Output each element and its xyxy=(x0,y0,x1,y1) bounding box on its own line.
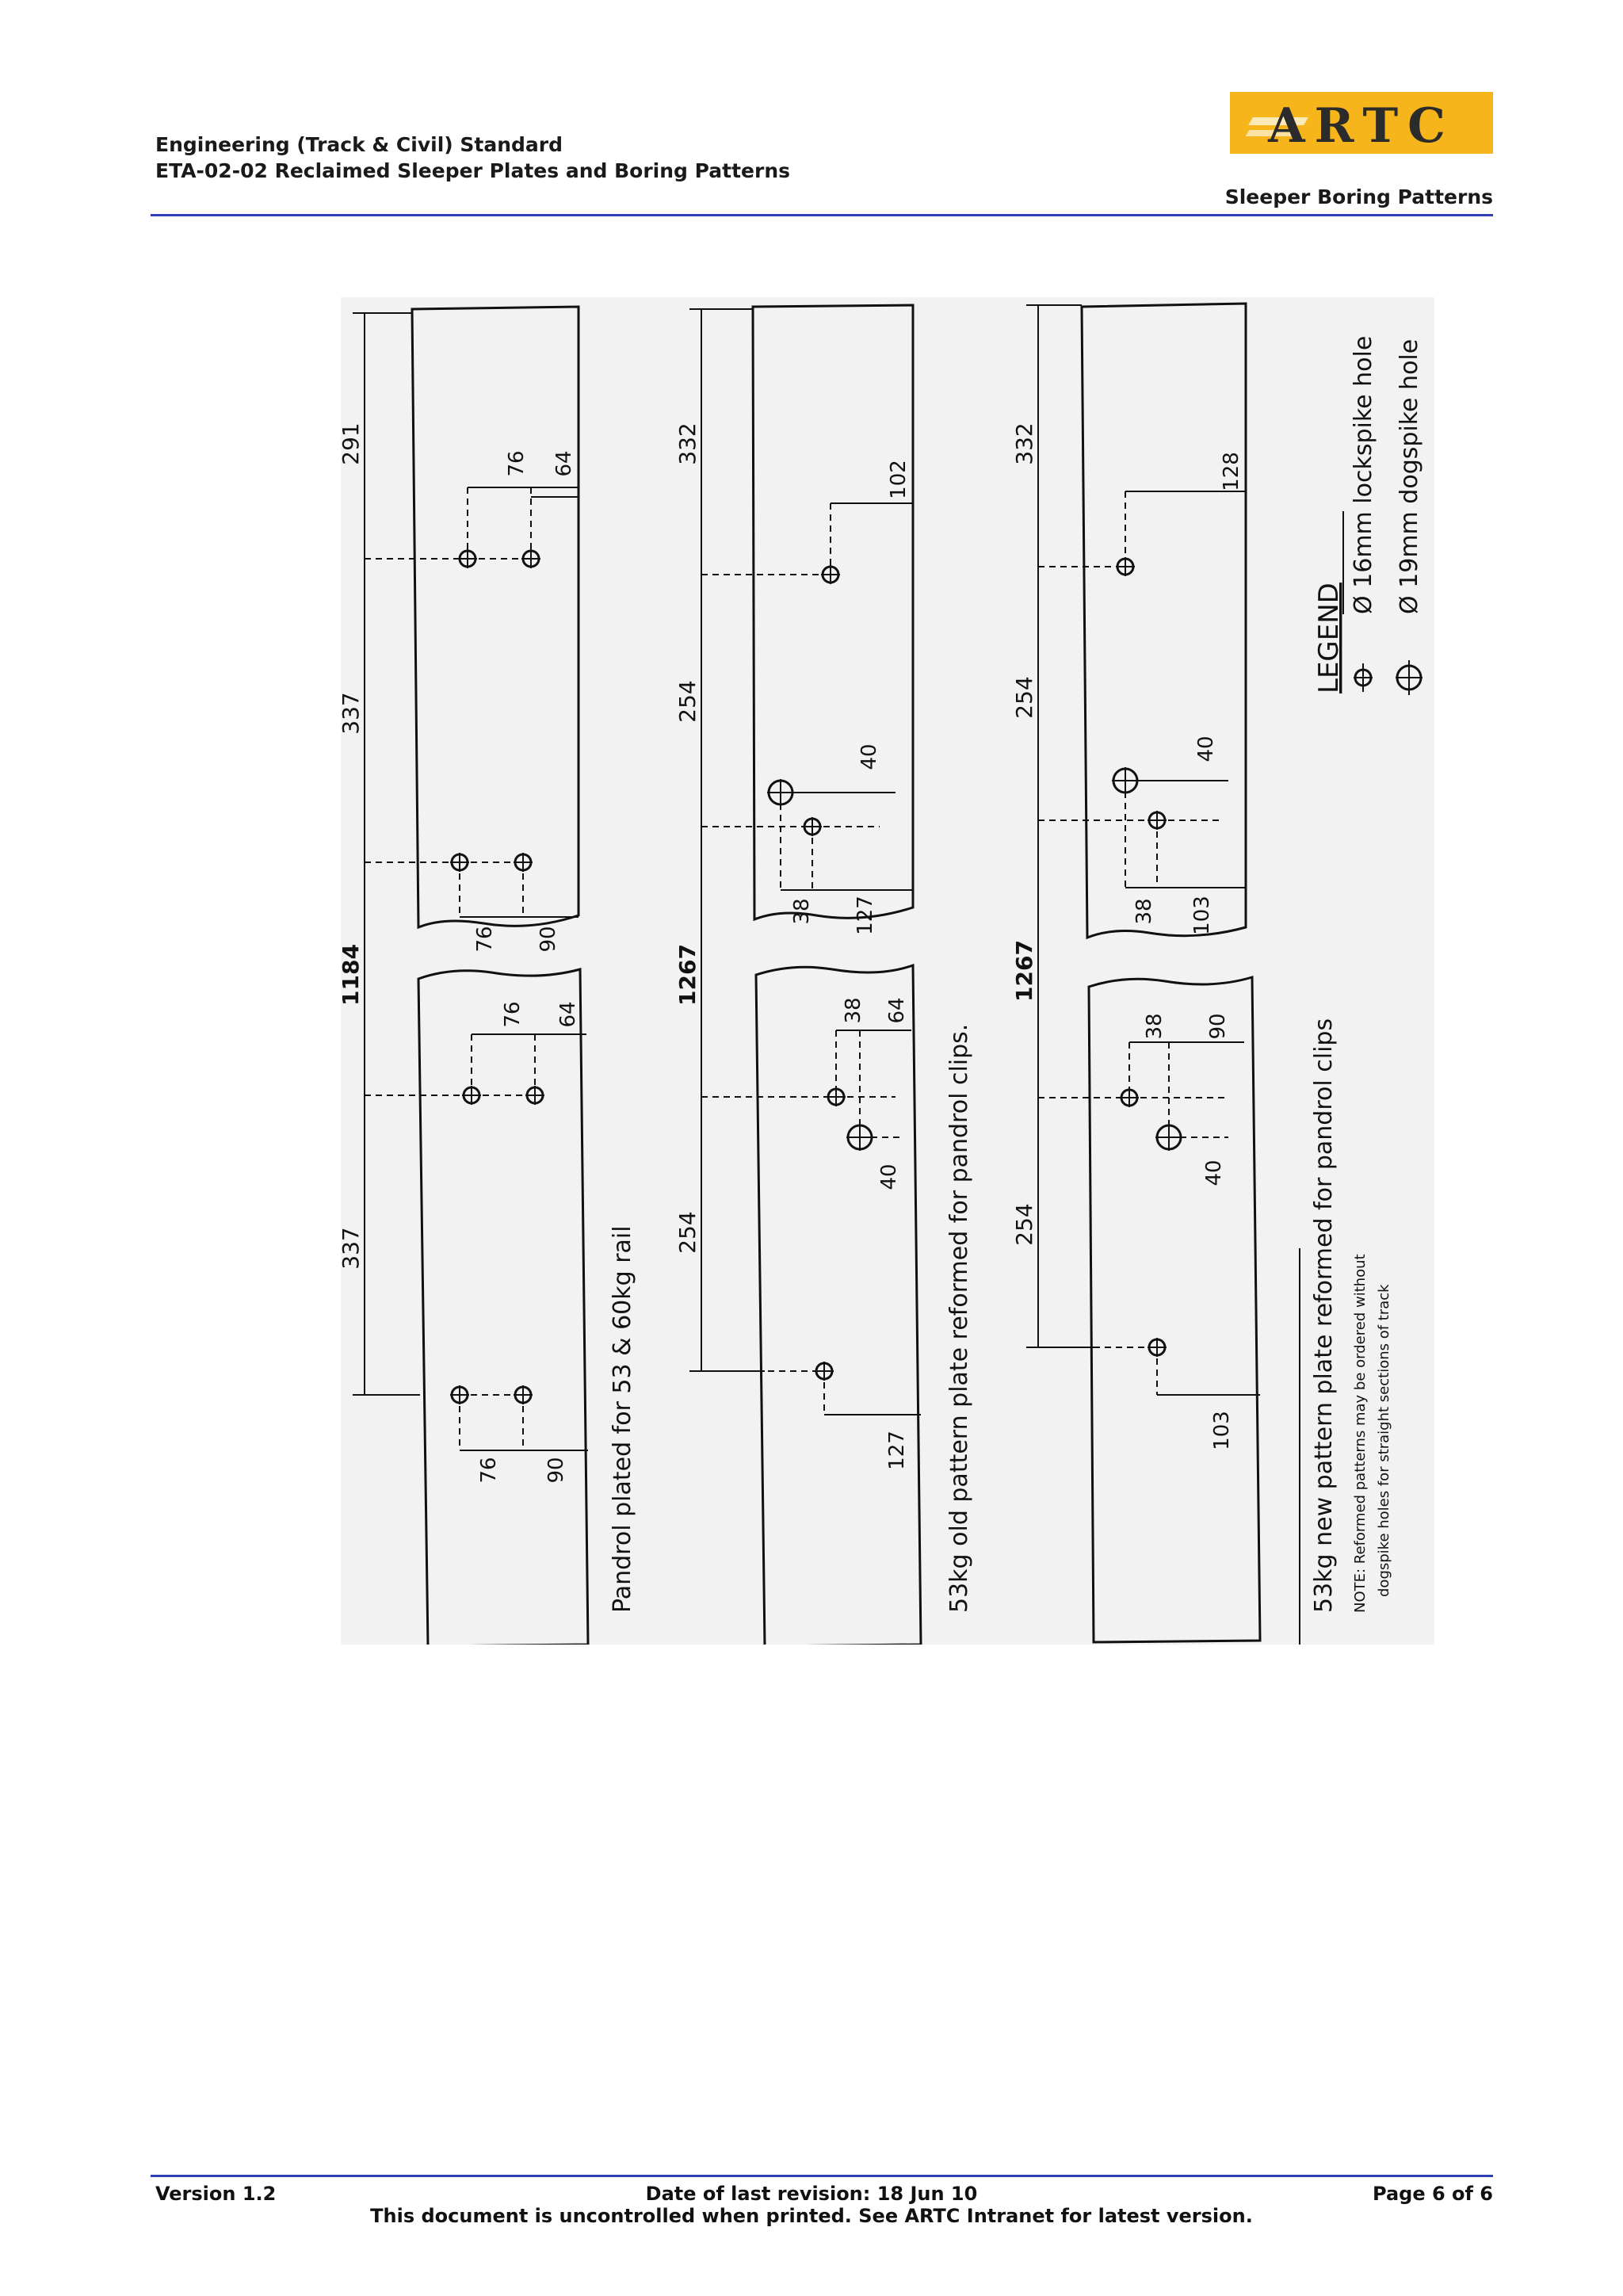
logo-text: ARTC xyxy=(1268,98,1455,154)
boring-pattern-drawing: 291 337 1184 337 76 64 76 90 76 64 76 90… xyxy=(341,297,1434,1645)
p2-dim-40-b: 40 xyxy=(857,743,881,770)
p2-caption: 53kg old pattern plate reformed for pand… xyxy=(945,1024,973,1613)
standard-title: Engineering (Track & Civil) Standard xyxy=(155,133,563,156)
legend-item-lockspike: Ø 16mm lockspike hole xyxy=(1350,336,1377,614)
footer-rule xyxy=(151,2175,1493,2177)
p1-dim-90-d: 90 xyxy=(544,1457,568,1483)
p2-dim-102: 102 xyxy=(887,460,911,499)
p1-dim-76-a: 76 xyxy=(505,450,529,476)
section-title: Sleeper Boring Patterns xyxy=(1224,185,1493,208)
p2-dim-127-b: 127 xyxy=(854,896,877,935)
p2-dim-40-c: 40 xyxy=(877,1163,901,1190)
p2-dim-38-b: 38 xyxy=(790,898,814,924)
p1-dim-337-bot: 337 xyxy=(341,1227,364,1269)
p3-dim-103-d: 103 xyxy=(1210,1411,1234,1450)
p3-dim-40-b: 40 xyxy=(1194,735,1218,762)
p2-dim-254-top: 254 xyxy=(674,680,701,722)
p2-dim-332: 332 xyxy=(674,422,701,464)
p1-dim-76-d: 76 xyxy=(477,1457,501,1483)
p3-dim-90-c: 90 xyxy=(1206,1013,1230,1039)
p2-dim-127-d: 127 xyxy=(885,1431,909,1470)
footer-version: Version 1.2 xyxy=(155,2183,277,2205)
plate-1-drawing xyxy=(353,305,590,1645)
plate-2-drawing xyxy=(689,304,922,1645)
p3-dim-254-bot: 254 xyxy=(1011,1203,1037,1245)
p1-dim-64-c: 64 xyxy=(556,1001,580,1027)
boring-pattern-svg: 291 337 1184 337 76 64 76 90 76 64 76 90… xyxy=(341,302,1423,1645)
footer-uncontrolled-note: This document is uncontrolled when print… xyxy=(370,2205,1253,2227)
artc-logo: ARTC xyxy=(1230,92,1493,154)
p1-dim-76-c: 76 xyxy=(501,1001,525,1027)
p1-dim-291: 291 xyxy=(341,422,364,464)
p1-dim-337-top: 337 xyxy=(341,692,364,734)
p2-dim-64-c: 64 xyxy=(885,997,909,1023)
p2-dim-38-c: 38 xyxy=(842,997,865,1023)
note-line-2: dogspike holes for straight sections of … xyxy=(1376,1284,1392,1597)
p3-dim-254-top: 254 xyxy=(1011,676,1037,718)
plate-3-drawing xyxy=(1026,302,1262,1644)
p3-dim-40-c: 40 xyxy=(1202,1159,1226,1186)
p2-dim-1267: 1267 xyxy=(674,944,701,1006)
p3-dim-1267: 1267 xyxy=(1011,940,1037,1002)
p3-dim-38-b: 38 xyxy=(1132,898,1156,924)
legend-item-dogspike: Ø 19mm dogspike hole xyxy=(1396,339,1423,614)
p2-dim-254-bot: 254 xyxy=(674,1211,701,1253)
footer-page-number: Page 6 of 6 xyxy=(1373,2183,1493,2205)
p3-dim-103-b: 103 xyxy=(1190,896,1214,935)
p1-dim-90-b: 90 xyxy=(537,926,560,952)
note-line-1: NOTE: Reformed patterns may be ordered w… xyxy=(1352,1254,1369,1613)
header-rule xyxy=(151,214,1493,216)
p3-dim-332: 332 xyxy=(1011,422,1037,464)
document-title-block: Engineering (Track & Civil) Standard ETA… xyxy=(155,132,790,184)
p3-caption: 53kg new pattern plate reformed for pand… xyxy=(1310,1018,1338,1613)
p3-dim-128: 128 xyxy=(1220,452,1243,491)
p3-dim-38-c: 38 xyxy=(1143,1013,1167,1039)
footer-revision-date: Date of last revision: 18 Jun 10 xyxy=(645,2183,978,2205)
legend-title: LEGEND xyxy=(1313,583,1345,693)
p1-dim-76-b: 76 xyxy=(473,926,497,952)
p1-caption: Pandrol plated for 53 & 60kg rail xyxy=(609,1225,636,1613)
legend-symbols xyxy=(1299,511,1423,1645)
document-title: ETA-02-02 Reclaimed Sleeper Plates and B… xyxy=(155,159,791,182)
p1-dim-64-a: 64 xyxy=(552,450,576,476)
p1-dim-1184: 1184 xyxy=(341,944,364,1006)
